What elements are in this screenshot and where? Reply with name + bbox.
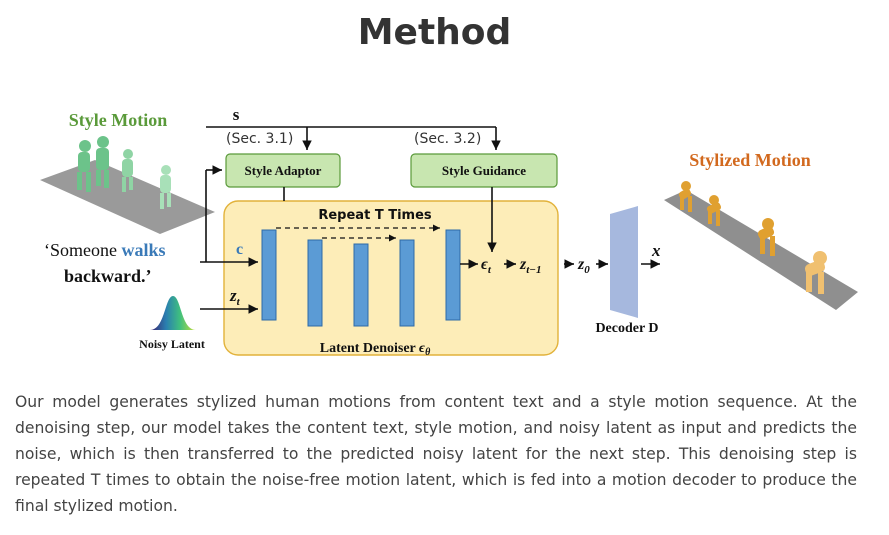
- text-prompt-line2: backward.’: [64, 266, 152, 286]
- style-adaptor-label: Style Adaptor: [245, 163, 322, 178]
- z0-symbol: z0: [577, 256, 590, 276]
- z-t-minus-1-symbol: zt−1: [519, 256, 541, 276]
- layer-bar: [445, 229, 461, 321]
- method-description: Our model generates stylized human motio…: [15, 393, 857, 515]
- c-symbol: c: [236, 241, 243, 258]
- noisy-latent-label: Noisy Latent: [139, 337, 205, 351]
- style-motion-label: Style Motion: [69, 110, 168, 130]
- method-diagram: Style Motion s (Sec. 3.1) (Sec. 3.2) Sty…: [40, 105, 858, 358]
- decoder-shape: [610, 206, 638, 318]
- x-symbol: x: [651, 241, 661, 260]
- sec-3-1-label: (Sec. 3.1): [226, 131, 293, 147]
- layer-bar: [307, 239, 323, 327]
- style-motion-image: [40, 136, 215, 234]
- epsilon-t-symbol: ϵt: [481, 256, 492, 276]
- style-guidance-label: Style Guidance: [442, 163, 526, 178]
- layer-bar: [353, 243, 369, 327]
- style-guidance-box: [410, 153, 558, 188]
- noisy-latent-icon: [150, 296, 196, 330]
- layer-bar: [261, 229, 277, 321]
- decoder-label: Decoder D: [595, 321, 658, 336]
- style-adaptor-box: [225, 153, 341, 188]
- s-symbol: s: [233, 105, 240, 124]
- page-title: Method: [357, 12, 512, 53]
- latent-denoiser-label: Latent Denoiser ϵθ: [320, 341, 431, 358]
- sec-3-2-label: (Sec. 3.2): [414, 131, 481, 147]
- text-prompt-line1: ‘Someone walks: [44, 240, 166, 260]
- zt-symbol: zt: [229, 286, 241, 308]
- stylized-motion-image: [664, 181, 858, 310]
- stylized-motion-label: Stylized Motion: [689, 150, 811, 170]
- repeat-label: Repeat T Times: [318, 208, 432, 223]
- layer-bar: [399, 239, 415, 327]
- denoiser-layers: [261, 229, 461, 327]
